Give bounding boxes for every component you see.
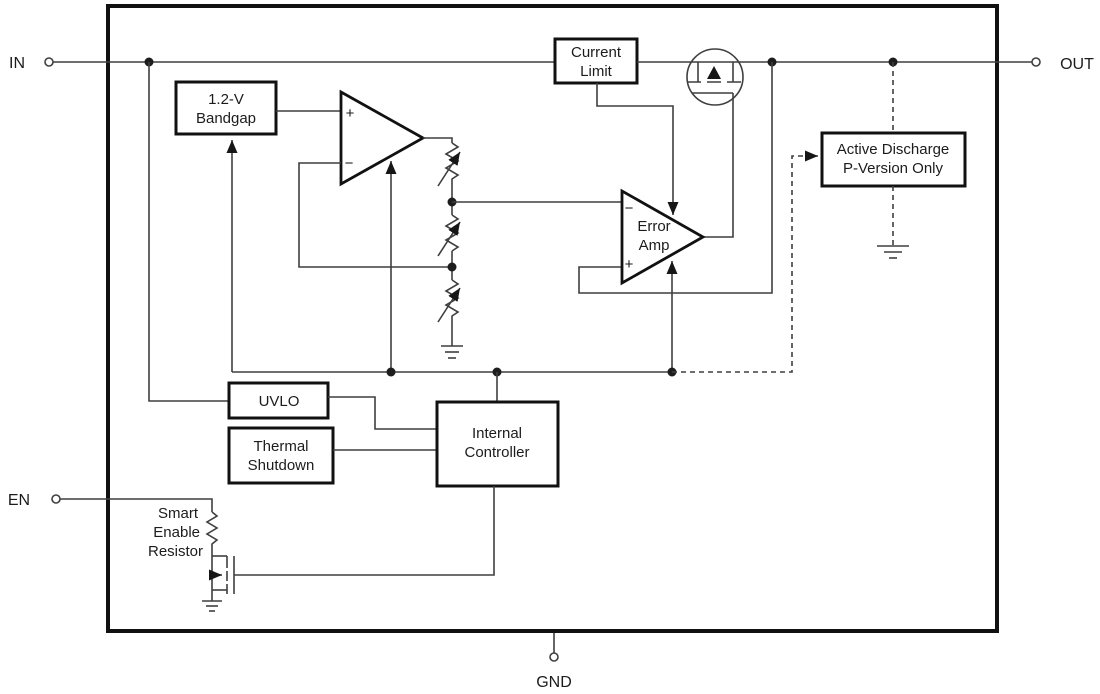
opamp1-output-wire	[423, 137, 453, 143]
thermal-shutdown-box	[227, 426, 335, 485]
out-terminal	[1031, 57, 1041, 67]
error-amp: − + Error Amp	[620, 188, 706, 372]
current-limit-box	[553, 37, 639, 85]
smart-enable-label-line1: Smart	[158, 505, 199, 522]
divider-tap2-dot	[447, 262, 457, 272]
bandgap-label-line1: 1.2-V	[208, 91, 244, 108]
in-pin-label: IN	[9, 55, 25, 72]
error-amp-triangle	[620, 188, 706, 286]
current-limit-label-line2: Limit	[580, 63, 613, 80]
uvlo-block: UVLO	[227, 381, 437, 430]
in-pin: IN	[9, 55, 555, 402]
error-amp-minus-sign: −	[625, 200, 634, 217]
uvlo-label: UVLO	[259, 393, 300, 410]
current-limit-to-erroramp-arrow	[596, 83, 679, 215]
in-to-uvlo-wire	[148, 62, 229, 402]
error-amp-label-line2: Amp	[639, 237, 670, 254]
in-terminal	[44, 57, 54, 67]
opamp1-triangle	[339, 89, 426, 187]
gnd-pin-label: GND	[536, 674, 572, 691]
out-pin: OUT	[578, 56, 1094, 294]
erroramp-to-gate-wire	[703, 93, 734, 238]
active-discharge-enable-dashed-arrow	[672, 150, 818, 373]
gnd-pin: GND	[536, 633, 572, 691]
active-discharge-label-line1: Active Discharge	[837, 141, 950, 158]
enable-fet-symbol	[209, 546, 235, 601]
pass-fet-symbol	[637, 48, 1032, 238]
internal-controller-block: Internal Controller	[234, 372, 560, 576]
smart-enable-label-line2: Enable	[153, 524, 200, 541]
bandgap-label-line2: Bandgap	[196, 110, 256, 127]
smart-enable-label-line3: Resistor	[148, 543, 203, 560]
gnd-terminal	[549, 652, 559, 662]
out-pin-label: OUT	[1060, 56, 1094, 73]
smart-enable-resistor	[205, 511, 219, 546]
current-limit-label-line1: Current	[571, 44, 622, 61]
bandgap-block: 1.2-V Bandgap	[174, 80, 341, 372]
error-amp-label-line1: Error	[637, 218, 670, 235]
enable-pin-network: EN Smart Enable Resistor	[8, 492, 235, 612]
active-discharge-label-line2: P-Version Only	[843, 160, 944, 177]
opamp1-minus-sign: −	[345, 155, 354, 172]
r1-variable-arrow	[437, 151, 461, 187]
bandgap-box	[174, 80, 278, 136]
en-pin-label: EN	[8, 492, 30, 509]
divider-ground-symbol	[441, 345, 463, 359]
discharge-ground-symbol	[877, 245, 909, 259]
device-boundary	[106, 4, 999, 633]
feedback-divider	[437, 142, 622, 359]
opamp1-feedback-wire	[298, 162, 452, 268]
controller-label-line2: Controller	[464, 444, 529, 461]
current-limit-block: Current Limit	[553, 37, 679, 215]
error-amp-plus-sign: +	[625, 256, 634, 273]
divider-resistor-r1	[444, 142, 460, 190]
enable-fet-ground-symbol	[202, 600, 222, 612]
thermal-label-line1: Thermal	[253, 438, 308, 455]
controller-to-enable-gate-wire	[234, 486, 495, 576]
r2-variable-arrow	[437, 221, 461, 257]
thermal-label-line2: Shutdown	[248, 457, 315, 474]
active-discharge-block: Active Discharge P-Version Only	[820, 62, 967, 259]
en-wire	[60, 498, 213, 512]
control-bus	[232, 150, 818, 377]
controller-label-line1: Internal	[472, 425, 522, 442]
en-terminal	[51, 494, 61, 504]
internal-controller-box	[435, 400, 560, 488]
pass-fet-body-arrow-icon	[707, 66, 721, 79]
uvlo-to-controller-wire	[328, 396, 437, 430]
bus-junction-dot-1	[386, 367, 396, 377]
out-feedback-wire	[578, 62, 773, 294]
uvlo-box	[227, 381, 330, 420]
opamp1-plus-sign: +	[346, 105, 355, 122]
r3-variable-arrow	[437, 287, 461, 323]
thermal-shutdown-block: Thermal Shutdown	[227, 426, 437, 485]
reference-buffer-opamp: + −	[298, 89, 453, 372]
